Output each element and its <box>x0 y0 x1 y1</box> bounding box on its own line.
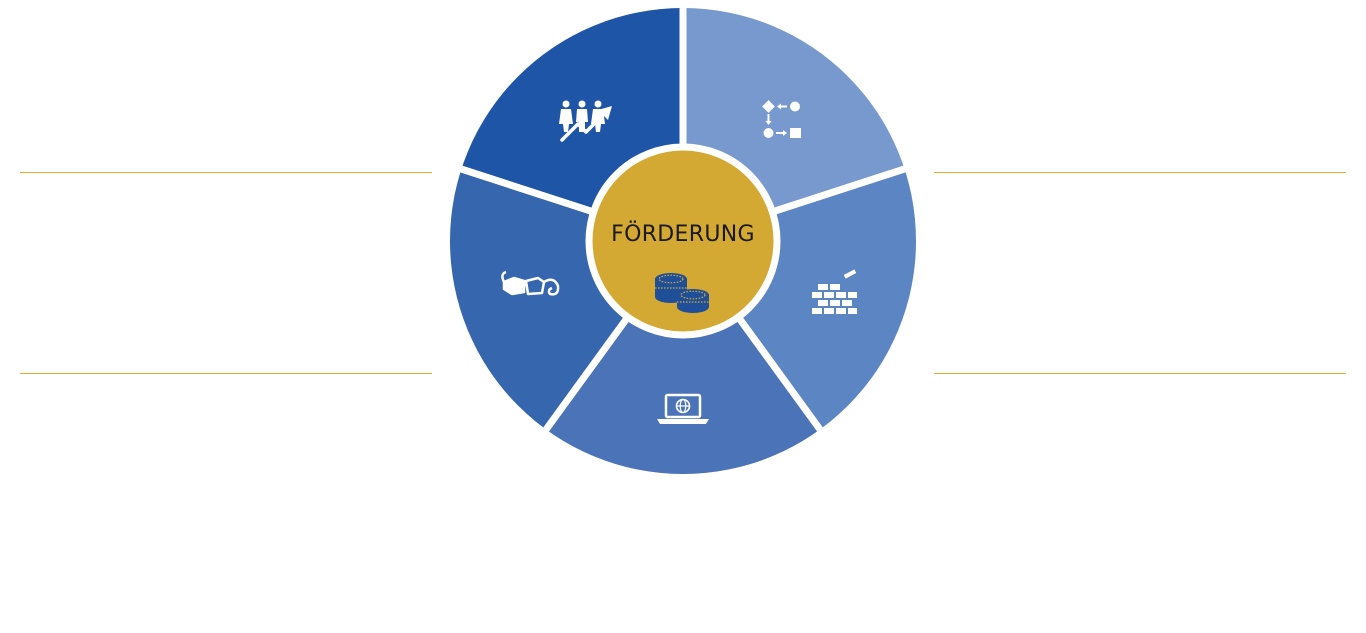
left-lower-rule <box>20 373 432 374</box>
right-upper-rule <box>934 172 1346 173</box>
right-lower-rule <box>934 373 1346 374</box>
center-hub <box>585 143 781 339</box>
coins-icon <box>655 273 709 313</box>
team-growth-icon <box>559 100 612 142</box>
brick-wall-icon <box>812 269 857 314</box>
3d-glasses-icon <box>501 270 560 296</box>
laptop-globe-icon <box>657 393 709 424</box>
left-upper-rule <box>20 172 432 173</box>
